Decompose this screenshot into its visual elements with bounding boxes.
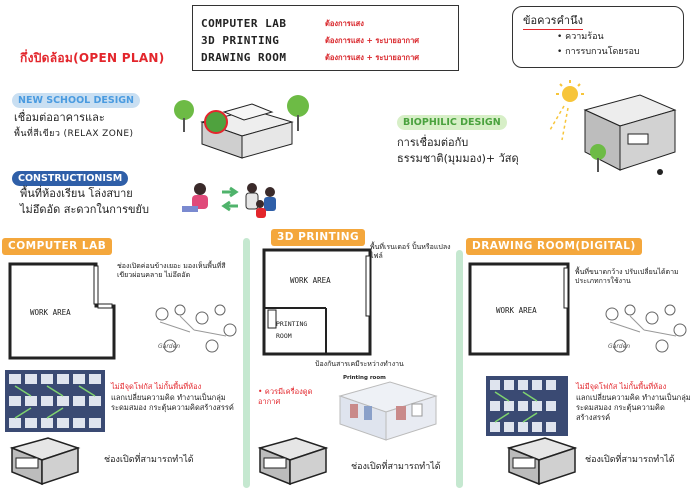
computer-lab-work-area: WORK AREA	[30, 308, 71, 317]
drawing-box	[506, 437, 578, 486]
constructionism-line2: ไม่อึดอัด สะดวกในการขยับ	[20, 203, 149, 216]
computer-lab-plan	[8, 262, 116, 360]
considerations-title: ข้อควรคำนึง	[523, 11, 583, 30]
printing-ventilation-note: • ควรมีเครื่องดูดอากาศ	[258, 387, 313, 406]
requirements-box: COMPUTER LAB ต้องการแสง 3D PRINTING ต้อง…	[192, 5, 459, 71]
section-label-computer-lab: COMPUTER LAB	[2, 238, 113, 255]
drawing-garden-sketch	[605, 304, 687, 353]
req-name-computer-lab: COMPUTER LAB	[201, 17, 287, 30]
req-need-3d-printing: ต้องการแสง + ระบายอากาศ	[325, 36, 420, 45]
biophilic-tag: BIOPHILIC DESIGN	[397, 115, 507, 130]
computer-lab-note: ช่องเปิดค่อนข้างเยอะ มองเห็นพื้นที่สีเขี…	[117, 262, 226, 279]
divider	[243, 238, 250, 488]
drawing-grid-note-red: ไม่มีจุดโฟกัส ไม่กั้นพื้นที่ห้อง	[576, 382, 667, 391]
printing-bottom-note: ป้องกันสารเคมีระหว่างทำงาน	[315, 360, 404, 368]
open-plan-title: กึ่งปิดล้อม(OPEN PLAN)	[20, 51, 165, 65]
printing-room-label: PRINTING ROOM	[276, 320, 308, 340]
considerations-item: • ความร้อน	[557, 32, 604, 42]
req-name-3d-printing: 3D PRINTING	[201, 34, 280, 47]
printing-photo-title: Printing room	[343, 375, 386, 381]
divider	[456, 250, 463, 488]
biophilic-line2: ธรรมชาติ(มุมมอง)+ วัสดุ	[397, 152, 519, 165]
drawing-grid-diagram	[486, 376, 568, 436]
drawing-openings: ช่องเปิดที่สามารถทำได้	[585, 455, 675, 465]
computer-lab-grid-note: แลกเปลี่ยนความคิด ทำงานเป็นกลุ่ม ระดมสมอ…	[111, 393, 234, 412]
drawing-garden-label: Garden	[608, 343, 631, 350]
printing-box	[257, 437, 329, 486]
considerations-box: ข้อควรคำนึง • ความร้อน • การรบกวนโดยรอบ	[512, 6, 684, 68]
drawing-room-plan	[468, 262, 570, 356]
new-school-tag: NEW SCHOOL DESIGN	[12, 93, 141, 108]
printing-plan	[262, 248, 372, 356]
drawing-grid-note: แลกเปลี่ยนความคิด ทำงานเป็นกลุ่ม ระดมสมอ…	[576, 393, 691, 422]
req-need-computer-lab: ต้องการแสง	[325, 19, 364, 28]
drawing-note: พื้นที่ขนาดกว้าง ปรับเปลี่ยนได้ตามประเภท…	[575, 268, 679, 285]
drawing-work-area: WORK AREA	[496, 306, 537, 315]
printing-work-area: WORK AREA	[290, 276, 331, 285]
biophilic-line1: การเชื่อมต่อกับ	[397, 136, 469, 149]
computer-lab-garden-label: Garden	[158, 343, 181, 350]
printing-room-illustration	[338, 381, 438, 441]
green-building-sketch	[174, 95, 309, 159]
constructionism-line1: พื้นที่ห้องเรียน โล่งสบาย	[20, 187, 133, 200]
printing-openings: ช่องเปิดที่สามารถทำได้	[351, 462, 441, 472]
sun-building-sketch	[549, 80, 677, 175]
computer-lab-grid-note-red: ไม่มีจุดโฟกัส ไม่กั้นพื้นที่ห้อง	[111, 382, 202, 391]
req-need-drawing-room: ต้องการแสง + ระบายอากาศ	[325, 53, 420, 62]
printing-note: พื้นที่เรนเดอร์ ปิ้นหรือแปลงไฟล์	[370, 243, 451, 260]
computer-lab-grid-diagram	[5, 370, 105, 432]
section-label-3d-printing: 3D PRINTING	[271, 229, 366, 246]
computer-lab-openings: ช่องเปิดที่สามารถทำได้	[104, 455, 194, 465]
new-school-line1: เชื่อมต่ออาคารและ	[14, 111, 105, 124]
computer-lab-box	[9, 437, 81, 486]
considerations-item: • การรบกวนโดยรอบ	[557, 47, 640, 57]
constructionism-tag: CONSTRUCTIONISM	[12, 171, 129, 186]
computer-lab-garden-sketch	[155, 304, 237, 353]
section-label-drawing-room: DRAWING ROOM(DIGITAL)	[466, 238, 642, 255]
req-name-drawing-room: DRAWING ROOM	[201, 51, 287, 64]
people-illustration	[182, 183, 276, 218]
new-school-line2: พื้นที่สีเขียว (RELAX ZONE)	[14, 129, 134, 139]
